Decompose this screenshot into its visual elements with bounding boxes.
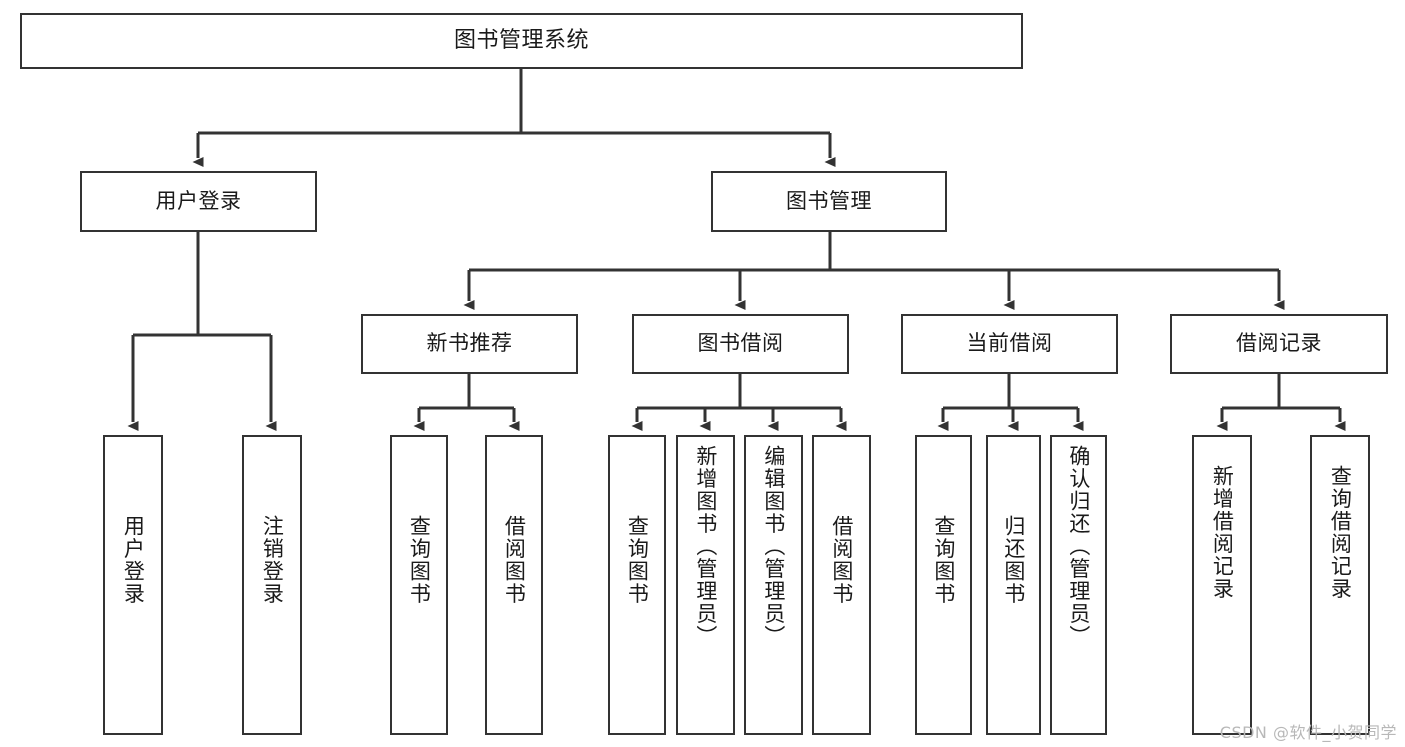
node-leaf-borrow-book-1[interactable]: 借阅图书	[485, 435, 543, 735]
node-leaf-query-record[interactable]: 查询借阅记录	[1310, 435, 1370, 735]
node-leaf-query-book-1[interactable]: 查询图书	[390, 435, 448, 735]
node-user-login-label: 用户登录	[155, 188, 242, 213]
node-leaf-return-book-label: 归还图书	[1001, 515, 1026, 605]
node-borrow-record[interactable]: 借阅记录	[1170, 314, 1388, 374]
node-leaf-borrow-book-2[interactable]: 借阅图书	[812, 435, 871, 735]
node-book-manage-label: 图书管理	[786, 188, 872, 213]
node-leaf-logout[interactable]: 注销登录	[242, 435, 302, 735]
node-leaf-logout-label: 注销登录	[260, 515, 285, 605]
node-book-borrow[interactable]: 图书借阅	[632, 314, 849, 374]
node-leaf-add-record-label: 新增借阅记录	[1210, 465, 1235, 600]
node-borrow-record-label: 借阅记录	[1236, 331, 1322, 356]
node-new-book-rec-label: 新书推荐	[426, 331, 513, 356]
node-leaf-borrow-book-1-label: 借阅图书	[502, 515, 527, 605]
node-leaf-query-book-1-label: 查询图书	[407, 515, 432, 605]
node-leaf-query-book-3-label: 查询图书	[931, 515, 956, 605]
node-leaf-confirm-return-label: 确认归还（管理员）	[1066, 445, 1091, 648]
node-leaf-user-login-label: 用户登录	[121, 515, 146, 605]
node-leaf-query-record-label: 查询借阅记录	[1328, 465, 1353, 600]
node-leaf-user-login[interactable]: 用户登录	[103, 435, 163, 735]
node-current-borrow[interactable]: 当前借阅	[901, 314, 1118, 374]
node-leaf-add-record[interactable]: 新增借阅记录	[1192, 435, 1252, 735]
node-current-borrow-label: 当前借阅	[966, 331, 1053, 356]
node-leaf-edit-book[interactable]: 编辑图书（管理员）	[744, 435, 803, 735]
node-leaf-confirm-return[interactable]: 确认归还（管理员）	[1050, 435, 1107, 735]
csdn-watermark: CSDN @软件_小贺同学	[1219, 723, 1397, 742]
node-leaf-edit-book-label: 编辑图书（管理员）	[761, 445, 786, 648]
node-leaf-add-book[interactable]: 新增图书（管理员）	[676, 435, 735, 735]
node-book-manage[interactable]: 图书管理	[711, 171, 947, 232]
node-leaf-borrow-book-2-label: 借阅图书	[829, 515, 854, 605]
node-leaf-return-book[interactable]: 归还图书	[986, 435, 1041, 735]
node-book-borrow-label: 图书借阅	[697, 331, 784, 356]
node-leaf-add-book-label: 新增图书（管理员）	[693, 445, 718, 648]
node-new-book-rec[interactable]: 新书推荐	[361, 314, 578, 374]
node-leaf-query-book-2[interactable]: 查询图书	[608, 435, 666, 735]
node-root-label: 图书管理系统	[453, 27, 589, 53]
node-user-login[interactable]: 用户登录	[80, 171, 317, 232]
node-leaf-query-book-2-label: 查询图书	[625, 515, 650, 605]
node-root[interactable]: 图书管理系统	[20, 13, 1023, 69]
node-leaf-query-book-3[interactable]: 查询图书	[915, 435, 972, 735]
